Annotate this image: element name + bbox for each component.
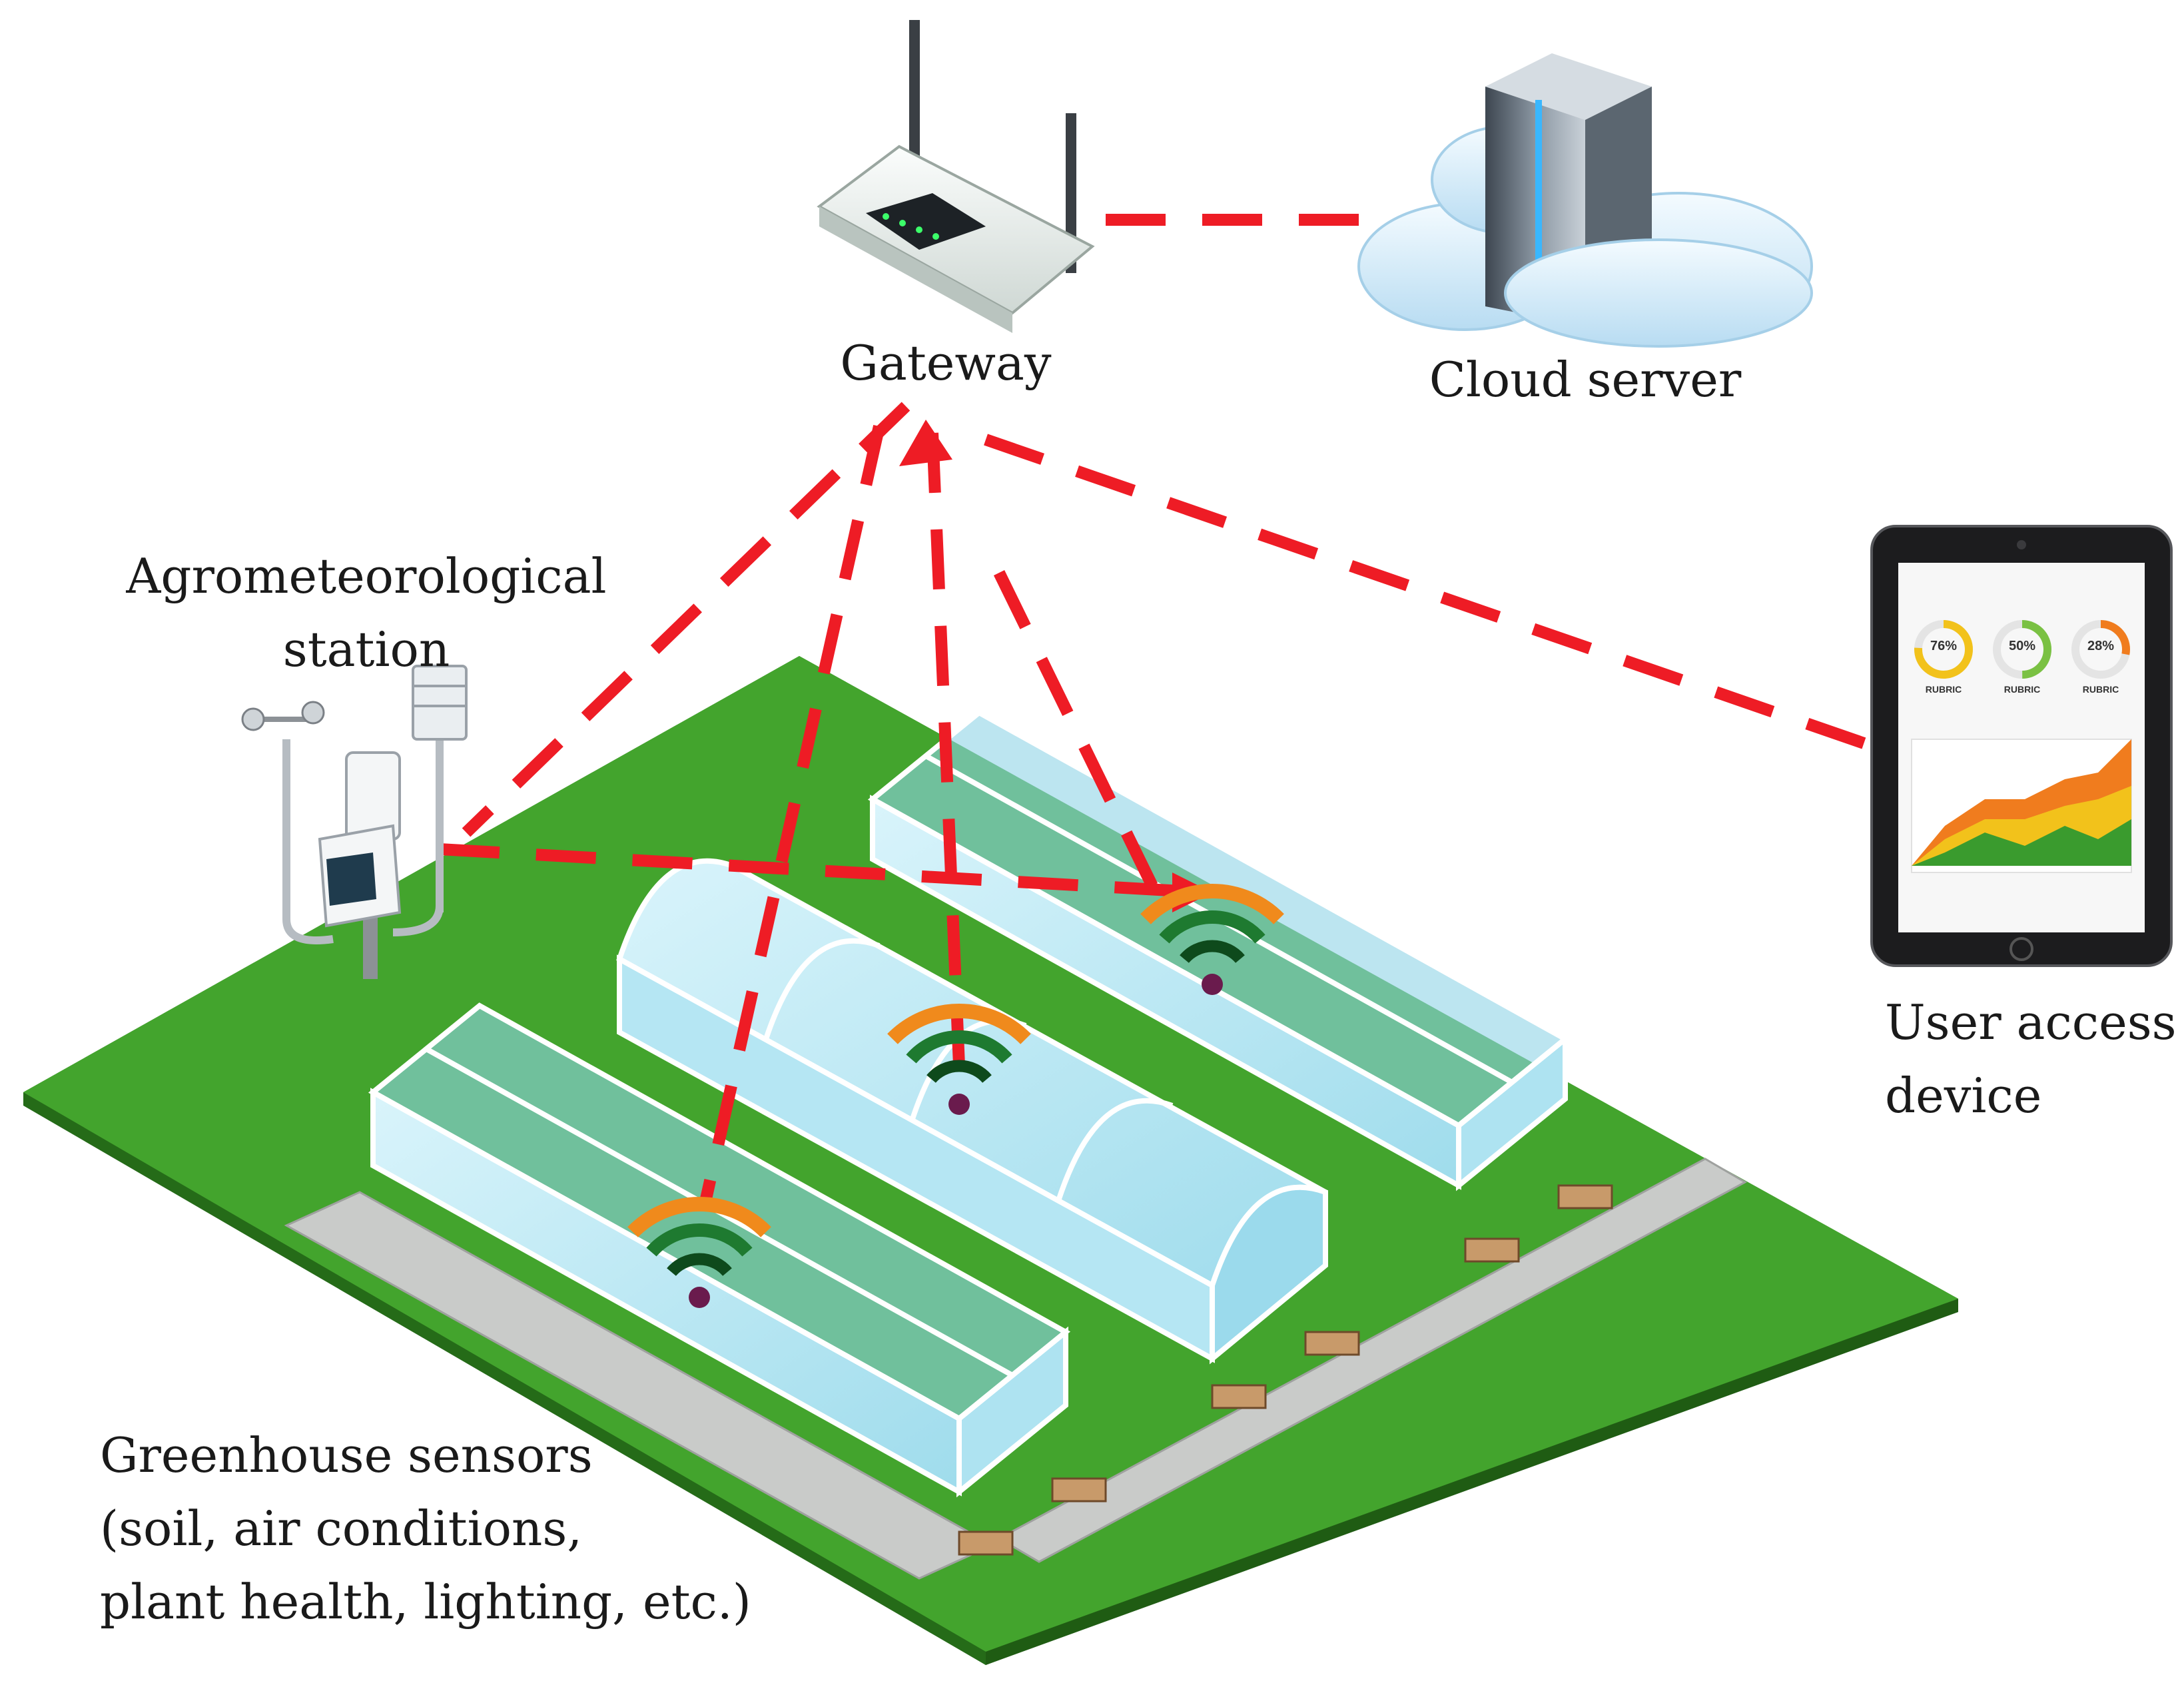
- station-label-line2: station: [282, 621, 450, 677]
- tablet-gauge: 50% RUBRIC: [1989, 616, 2055, 703]
- planter-boxes: [958, 1184, 1613, 1556]
- station-label-line1: Agrometeorological: [126, 548, 607, 604]
- tablet-gauge: 76% RUBRIC: [1910, 616, 1977, 703]
- greenhouse-back-right: [867, 709, 1571, 1191]
- tablet-chart: [1911, 739, 2132, 873]
- gauge-value: 76%: [1930, 639, 1958, 653]
- tablet-icon: [1870, 525, 2173, 967]
- user-device-label-line2: device: [1885, 1068, 2042, 1124]
- cloud-icon: [1504, 238, 1813, 348]
- gauge-ring-icon: [1993, 620, 2051, 679]
- gauge-ring-icon: [1914, 620, 1973, 679]
- sensors-label-line1: Greenhouse sensors: [100, 1427, 593, 1483]
- tablet-gauge: 28% RUBRIC: [2067, 616, 2134, 703]
- cloud-server-label: Cloud server: [1429, 352, 1742, 408]
- gateway-label: Gateway: [840, 335, 1052, 391]
- sensors-label-line3: plant health, lighting, etc.): [100, 1574, 751, 1630]
- gauge-value: 50%: [2008, 639, 2036, 653]
- arrowhead-to-gateway: [899, 420, 952, 466]
- sensors-label-line2: (soil, air conditions,: [100, 1501, 583, 1556]
- wifi-signal-icon: [887, 1004, 1031, 1115]
- wifi-signal-icon: [1140, 884, 1284, 995]
- gauge-caption: RUBRIC: [2082, 684, 2119, 695]
- wifi-signal-icon: [627, 1197, 771, 1308]
- gauge-caption: RUBRIC: [2003, 684, 2041, 695]
- user-device-label-line1: User access: [1885, 994, 2177, 1050]
- gauge-value: 28%: [2087, 639, 2115, 653]
- gauge-caption: RUBRIC: [1925, 684, 1962, 695]
- wireless-links: [439, 214, 1874, 1200]
- router-icon: [817, 20, 1095, 333]
- weather-station-icon: [241, 665, 468, 979]
- gauge-ring-icon: [2071, 620, 2130, 679]
